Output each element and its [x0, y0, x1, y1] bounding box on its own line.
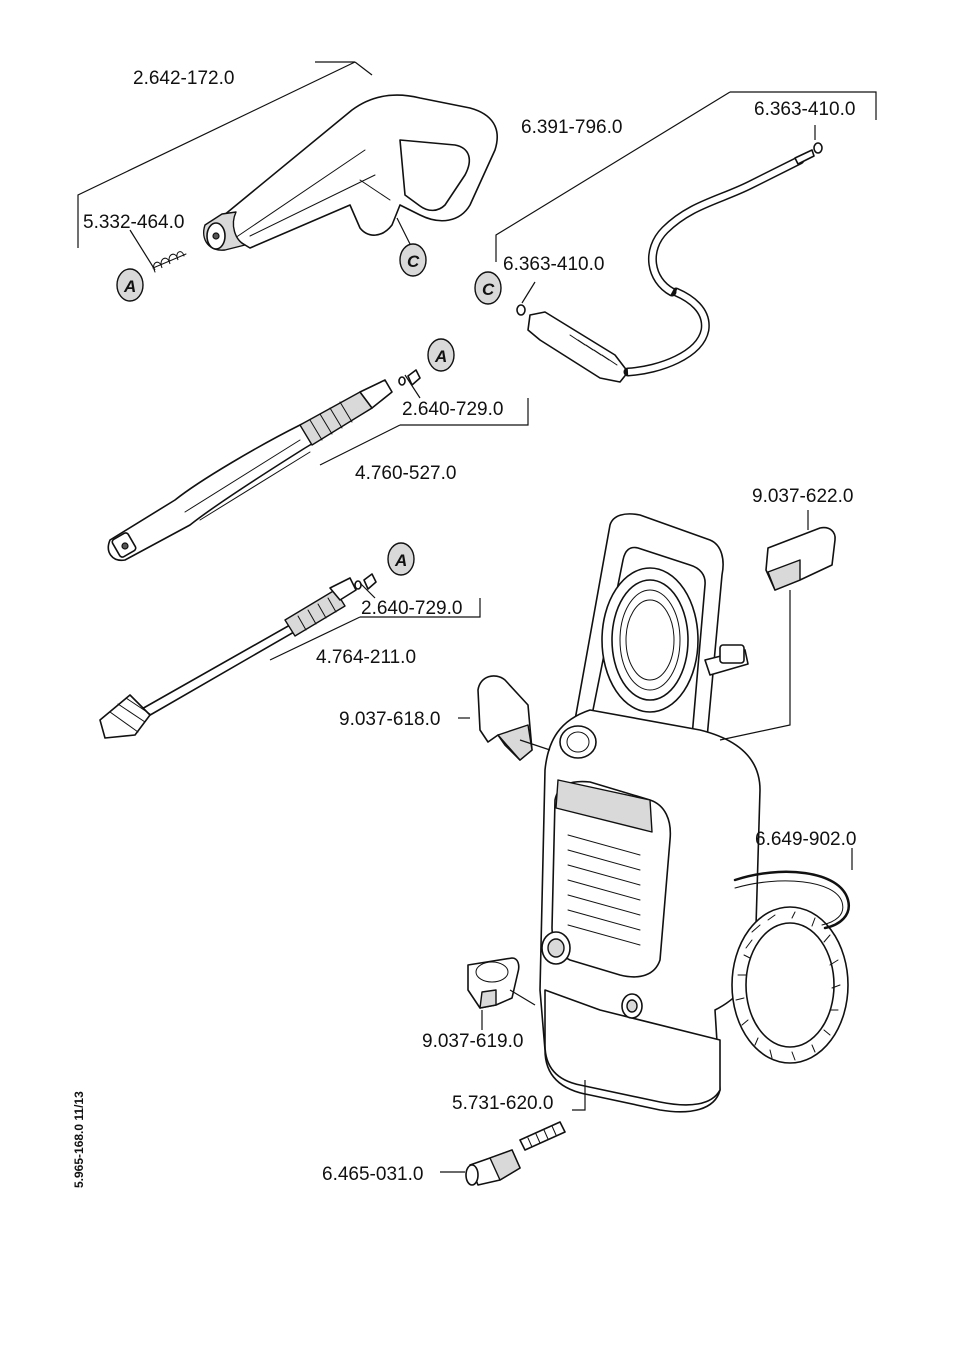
label-water-filter: 5.731-620.0 [452, 1093, 553, 1114]
label-vario-adapter-2: 2.640-729.0 [361, 598, 462, 619]
callout-a-lance1: A [428, 339, 454, 371]
label-power-cord: 6.649-902.0 [755, 829, 856, 850]
leader-c-gun [397, 218, 410, 244]
callout-c-hose-text: C [482, 280, 495, 299]
label-hose: 6.391-796.0 [521, 117, 622, 138]
label-holder-lance: 9.037-618.0 [339, 709, 440, 730]
spring-drawing [153, 252, 186, 272]
holder-lance-drawing [478, 676, 532, 760]
pressure-washer-drawing [540, 514, 849, 1112]
callout-c-gun: C [400, 244, 426, 276]
label-holder-accessory: 9.037-619.0 [422, 1031, 523, 1052]
label-o-ring-top: 6.363-410.0 [754, 99, 855, 120]
label-vario-adapter-1: 2.640-729.0 [402, 399, 503, 420]
label-gun-spring: 5.332-464.0 [83, 212, 184, 233]
holder-nozzle-drawing [766, 528, 835, 590]
label-dirt-blaster: 4.764-211.0 [316, 647, 416, 668]
callout-a-lance1-text: A [434, 347, 447, 366]
label-hose-coupling: 6.465-031.0 [322, 1164, 423, 1185]
water-filter-drawing [520, 1122, 565, 1150]
label-o-ring-hose: 6.363-410.0 [503, 254, 604, 275]
label-holder-nozzle: 9.037-622.0 [752, 486, 853, 507]
callout-c-hose: C [475, 272, 501, 304]
trigger-gun-drawing [204, 95, 498, 250]
label-trigger-gun: 2.642-172.0 [133, 68, 234, 89]
vario-lance-drawing [108, 380, 392, 560]
callout-c-gun-text: C [407, 252, 420, 271]
hose-coupling-drawing [466, 1150, 520, 1185]
label-vario-lance: 4.760-527.0 [355, 463, 456, 484]
callout-a-gun: A [117, 269, 143, 301]
document-code: 5.965-168.0 11/13 [72, 1048, 90, 1188]
callout-a-gun-text: A [123, 277, 136, 296]
callout-a-lance2-text: A [394, 551, 407, 570]
callout-a-lance2: A [388, 543, 414, 575]
dirt-blaster-nozzle-drawing [355, 574, 376, 589]
holder-accessory-drawing [468, 958, 519, 1008]
